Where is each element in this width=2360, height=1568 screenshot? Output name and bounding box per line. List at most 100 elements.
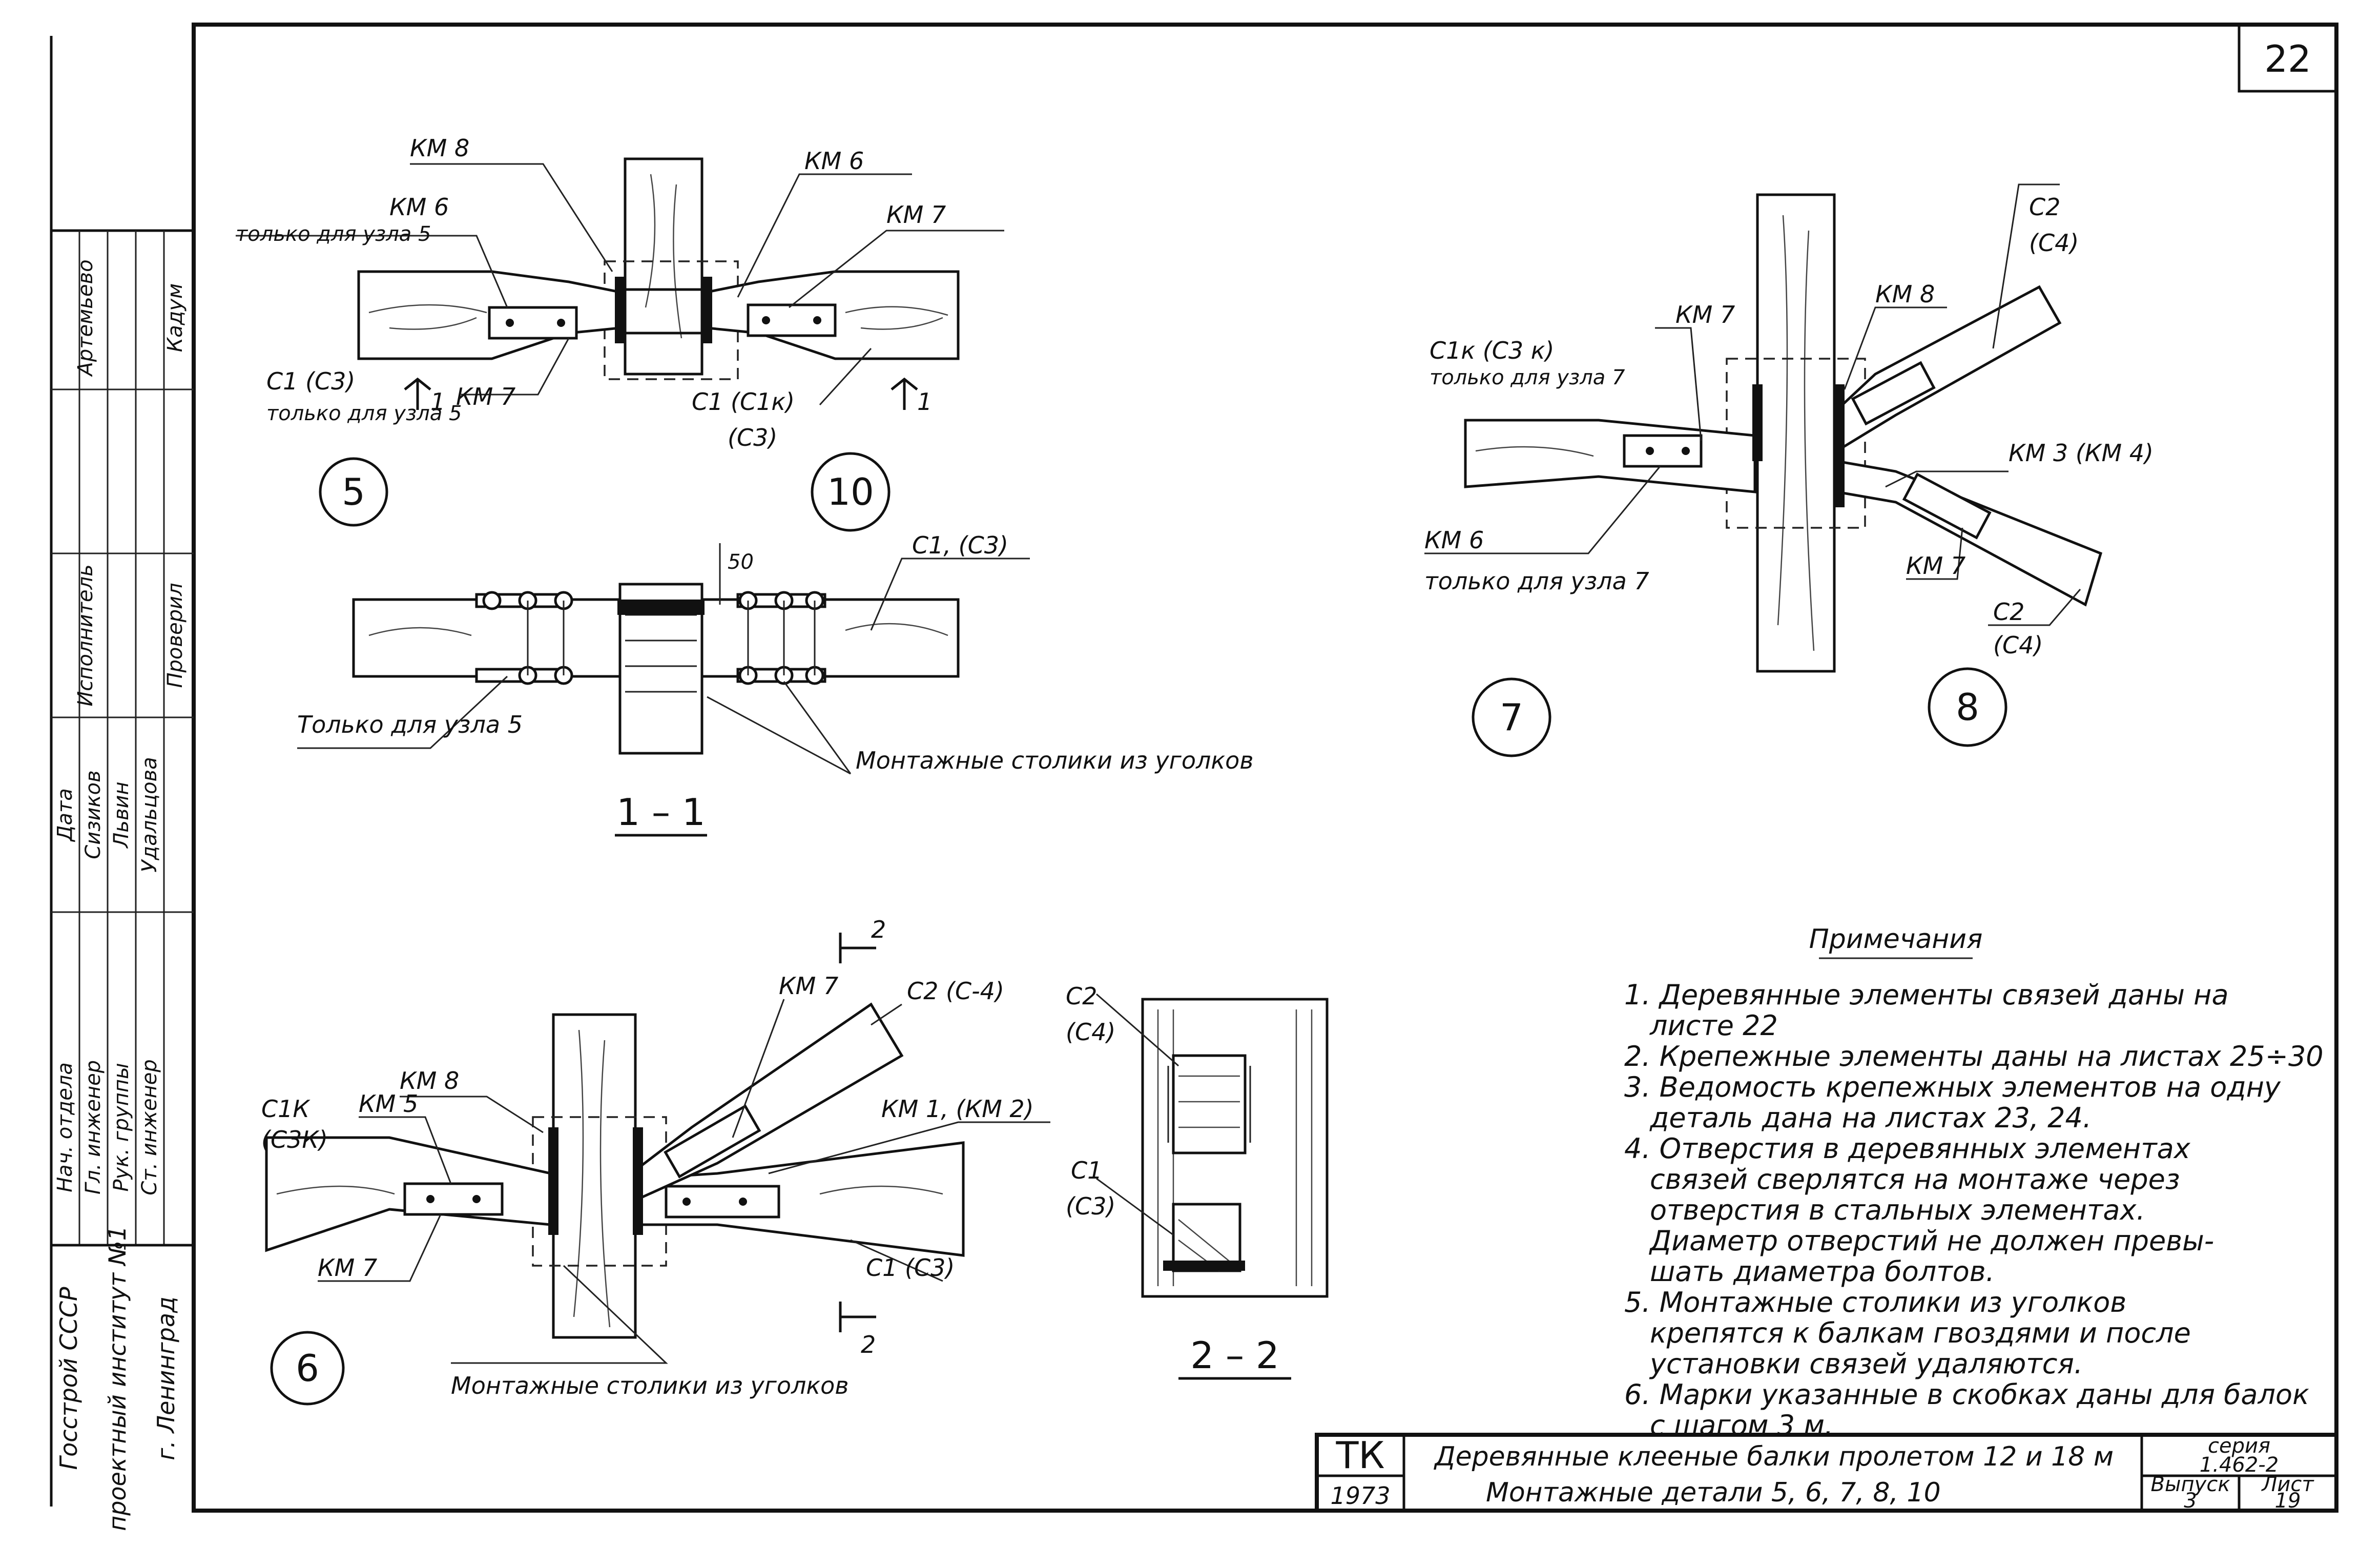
node-8: 8: [1956, 686, 1979, 729]
sheet-number: 22: [2264, 37, 2311, 80]
note-line-13: установки связей удаляются.: [1649, 1348, 2083, 1380]
callout-c1-c3-b: С1, (С3): [912, 531, 1008, 559]
callout-c3k: (С3К): [261, 1126, 328, 1153]
notes: Примечания 1. Деревянные элементы связей…: [1624, 924, 2324, 1441]
callout-km6-c: КМ 6: [1424, 526, 1484, 554]
side-org-2: проектный институт №1: [103, 1226, 131, 1531]
side-col-4: Удальцова: [138, 757, 161, 872]
stamp-series-value: 1.462-2: [2200, 1453, 2279, 1477]
note-line-14: 6. Марки указанные в скобках даны для ба…: [1624, 1378, 2309, 1411]
callout-c1-d: С1: [1071, 1157, 1102, 1184]
note-line-3: 2. Крепежные элементы даны на листах 25÷…: [1624, 1040, 2324, 1072]
section-2-2-label: 2 – 2: [1190, 1334, 1279, 1377]
node-7: 7: [1500, 696, 1523, 739]
side-role-2: Гл. инженер: [81, 1060, 105, 1194]
stamp-subtitle: Монтажные детали 5, 6, 7, 8, 10: [1486, 1477, 1941, 1508]
title-stamp: ТК 1973 Деревянные клееные балки пролето…: [1315, 1433, 2338, 1513]
note-line-8: отверстия в стальных элементах.: [1650, 1194, 2145, 1226]
note-line-9: Диаметр отверстий не должен превы-: [1649, 1225, 2214, 1257]
callout-km7-a: КМ 7: [886, 201, 946, 229]
sheet-frame: 22: [192, 23, 2338, 1513]
note-line-7: связей сверлятся на монтаже через: [1650, 1163, 2180, 1195]
callout-c1-c1k: С1 (С1к): [692, 388, 795, 416]
callout-c1k: С1К: [261, 1095, 310, 1123]
detail-6: КМ 7 С2 (С-4) КМ 8 С1К (С3К) КМ 5 КМ 1, …: [261, 916, 1050, 1406]
stamp-issue-label: Выпуск: [2151, 1473, 2230, 1496]
section-mark-2-bottom: 2: [861, 1331, 876, 1358]
callout-c1-c3-c: С1 (С3): [866, 1254, 955, 1282]
callout-km1-km2: КМ 1, (КМ 2): [881, 1095, 1034, 1123]
callout-c2-a: С2: [2029, 193, 2060, 221]
callout-km8-c: КМ 8: [400, 1067, 459, 1095]
callout-km6-b: КМ 6: [804, 147, 864, 175]
callout-km7-e: КМ 7: [779, 972, 838, 1000]
note-line-5: деталь дана на листах 23, 24.: [1649, 1102, 2092, 1134]
callout-c2-d: С2: [1066, 982, 1097, 1010]
side-role-3: Рук. группы: [110, 1063, 133, 1191]
callout-c4-c: (С4): [1066, 1018, 1115, 1046]
side-name-1: Артемьево: [74, 259, 97, 377]
callout-c3-a: (С3): [728, 424, 777, 451]
section-1-1-label: 1 – 1: [616, 791, 705, 834]
side-org-1: Госстрой СССР: [55, 1287, 82, 1470]
callout-km7-b: КМ 7: [456, 383, 515, 410]
side-org-3: г. Ленинград: [152, 1296, 180, 1460]
section-mark-2-top: 2: [871, 916, 886, 943]
callout-only-node7-b: только для узла 7: [1424, 567, 1649, 595]
callout-only-node5-b: только для узла 5: [266, 402, 462, 425]
callout-km6-a: КМ 6: [389, 193, 449, 221]
node-5: 5: [342, 470, 365, 513]
stamp-sheet-label: Лист: [2261, 1473, 2314, 1496]
section-1-1: 50 С1, (С3) Только для узла 5 Монтажные …: [297, 531, 1253, 837]
side-name-2: Кадум: [163, 283, 187, 352]
stamp-code: ТК: [1335, 1434, 1384, 1477]
note-line-12: крепятся к балкам гвоздями и после: [1650, 1317, 2191, 1349]
callout-km3-km4: КМ 3 (КМ 4): [2009, 439, 2154, 467]
callout-only-node7-a: только для узла 7: [1430, 366, 1625, 389]
stamp-year: 1973: [1330, 1482, 1390, 1510]
callout-km5: КМ 5: [359, 1090, 418, 1118]
callout-km8-b: КМ 8: [1875, 280, 1935, 308]
callout-mount-angles-b: Монтажные столики из уголков: [451, 1372, 848, 1399]
node-10: 10: [827, 470, 874, 513]
callout-only-node5-a: только для узла 5: [236, 222, 431, 246]
note-line-1: 1. Деревянные элементы связей даны на: [1624, 979, 2229, 1011]
note-line-2: листе 22: [1649, 1009, 1778, 1042]
callout-km7-d: КМ 7: [1906, 552, 1965, 580]
callout-c3-b: (С3): [1066, 1192, 1115, 1220]
side-role-4: Ст. инженер: [138, 1059, 161, 1195]
callout-c4-b: (С4): [1993, 631, 2043, 659]
callout-c2-b: С2: [1993, 598, 2024, 626]
callout-c1-c3-a: С1 (С3): [266, 367, 355, 395]
callout-c2-c4: С2 (С-4): [907, 977, 1004, 1005]
side-role-1: Нач. отдела: [53, 1062, 77, 1192]
stamp-issue-value: 3: [2184, 1489, 2197, 1513]
callout-only-node5-c: Только для узла 5: [297, 711, 523, 738]
callout-c4-a: (С4): [2029, 229, 2079, 257]
section-1-1-bolts: [475, 591, 826, 685]
side-title-block: Артемьево Кадум Исполнитель Проверил Дат…: [50, 36, 194, 1531]
stamp-sheet-value: 19: [2275, 1489, 2301, 1513]
note-line-6: 4. Отверстия в деревянных элементах: [1624, 1132, 2191, 1165]
note-line-4: 3. Ведомость крепежных элементов на одну: [1624, 1071, 2281, 1103]
note-line-11: 5. Монтажные столики из уголков: [1624, 1286, 2126, 1318]
callout-km7-f: КМ 7: [318, 1254, 377, 1282]
side-col-3: Львин: [110, 781, 133, 849]
side-col-date: Дата: [53, 788, 77, 842]
callout-c1k-c3k: С1к (С3 к): [1430, 337, 1554, 364]
side-role-checker: Проверил: [163, 583, 187, 688]
side-col-2: Сизиков: [81, 770, 105, 859]
dimension-50: 50: [728, 550, 754, 574]
section-mark-1-left: 1: [430, 388, 445, 416]
detail-7-8: С2 (С4) КМ 8 КМ 7 С1к (С3 к) только для …: [1424, 183, 2154, 757]
note-line-10: шать диаметра болтов.: [1650, 1255, 1995, 1288]
stamp-series-label: серия: [2208, 1434, 2270, 1458]
callout-mount-angles-a: Монтажные столики из уголков: [856, 747, 1253, 774]
stamp-title: Деревянные клееные балки пролетом 12 и 1…: [1434, 1441, 2114, 1472]
section-2-2: С2 (С4) С1 (С3) 2 – 2: [1066, 982, 1329, 1380]
detail-5-10: КМ 8 КМ 6 только для узла 5 КМ 6 КМ 7 С1…: [236, 134, 1004, 532]
side-role-executor: Исполнитель: [74, 564, 97, 706]
callout-km7-c: КМ 7: [1675, 301, 1735, 328]
callout-km8-a: КМ 8: [410, 134, 469, 162]
